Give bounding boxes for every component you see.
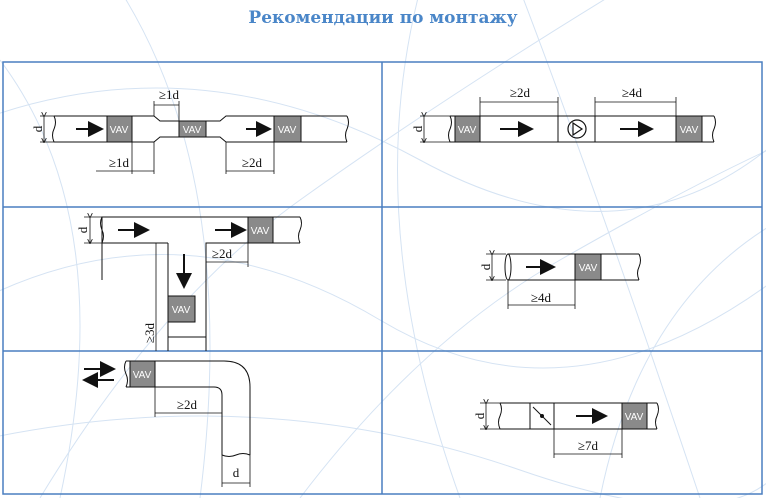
vav-label: VAV	[133, 370, 152, 381]
vav-label: VAV	[110, 125, 129, 136]
vav-label: VAV	[278, 125, 297, 136]
dimension-label: ≥3d	[142, 322, 157, 343]
vav-box	[621, 402, 648, 430]
vav-box	[247, 216, 274, 244]
diameter-label: d	[75, 226, 90, 233]
page-title: Рекомендации по монтажу	[248, 8, 518, 28]
dimension-label: ≥4d	[622, 85, 643, 100]
panel-elbow: VAV ≥2d d	[2, 351, 382, 495]
vav-label: VAV	[625, 412, 644, 423]
panel-open-inlet: VAV d ≥4d	[382, 207, 763, 351]
damper-icon	[529, 402, 555, 430]
dimension-label: ≥2d	[242, 155, 263, 170]
vav-box	[454, 115, 481, 143]
vav-box	[273, 115, 302, 143]
vav-label: VAV	[183, 125, 202, 136]
dimension-label: ≥2d	[177, 397, 198, 412]
diameter-label: d	[472, 412, 487, 419]
dimension-label: ≥2d	[212, 246, 233, 261]
dimension-label: ≥2d	[510, 85, 531, 100]
grid-frame	[2, 61, 763, 495]
fan-icon	[567, 119, 587, 139]
vav-box	[675, 115, 703, 143]
dimension-label: ≥1d	[109, 155, 130, 170]
panel-damper: VAV d ≥7d	[382, 351, 763, 495]
vav-label: VAV	[680, 125, 699, 136]
diameter-label: d	[410, 125, 425, 132]
dimension-label: ≥1d	[159, 87, 180, 102]
diameter-label: d	[233, 465, 240, 480]
diameter-label: d	[30, 125, 45, 132]
vav-label: VAV	[458, 125, 477, 136]
dimension-label: ≥7d	[578, 438, 599, 453]
installation-grid: VAV VAV VAV d ≥1d ≥1d ≥2d	[2, 61, 763, 495]
vav-box	[178, 120, 207, 138]
diameter-label: d	[478, 263, 493, 270]
vav-box	[129, 360, 156, 388]
vav-box	[574, 253, 602, 281]
vav-box	[106, 115, 133, 143]
panel-tee: VAV d ≥3d ≥2d	[2, 207, 382, 392]
vav-label: VAV	[579, 263, 598, 274]
panel-reduction: VAV VAV VAV d ≥1d ≥1d ≥2d	[2, 61, 382, 207]
vav-label: VAV	[251, 226, 270, 237]
panel-fan: VAV VAV d ≥2d ≥4d	[382, 61, 763, 207]
dimension-label: ≥4d	[531, 290, 552, 305]
